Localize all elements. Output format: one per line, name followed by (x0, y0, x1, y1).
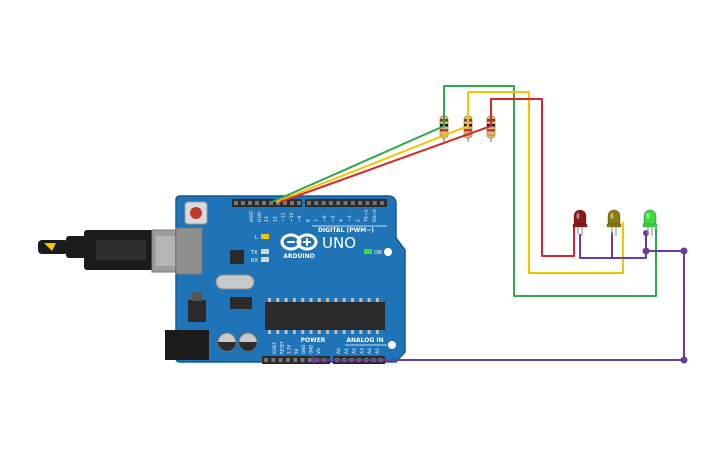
digital-pin-label: 12 (272, 216, 278, 222)
on-led (364, 249, 372, 254)
power-pin-label: IOREF (272, 341, 277, 354)
icsp-header (230, 297, 252, 309)
yellow-wire-board (275, 91, 624, 274)
analog-pin-label: A4 (367, 348, 373, 354)
analog-label: ANALOG IN (346, 337, 383, 344)
digital-pin-label: ~11 (281, 212, 287, 222)
power-label: POWER (301, 337, 326, 344)
digital-pin-label: 7 (314, 219, 320, 222)
voltage-regulator (188, 300, 206, 322)
gnd-label: GND (257, 211, 263, 222)
leds (572, 209, 658, 236)
green-wire-board (271, 85, 657, 297)
power-pin-label: 3.3V (287, 345, 292, 354)
power-jack (165, 330, 209, 360)
digital-pin-label: ~10 (289, 212, 295, 222)
arduino-logo (280, 233, 318, 251)
led (642, 209, 658, 236)
on-label: ON (374, 250, 382, 256)
usb-jack (175, 227, 203, 275)
power-pin-label: RESET (279, 341, 284, 354)
digital-pin-label: ~6 (322, 215, 328, 222)
wires (271, 85, 685, 361)
power-pin-label: Vin (316, 347, 321, 354)
atmega-chip (265, 298, 385, 334)
crystal (215, 274, 255, 290)
led (606, 209, 622, 236)
tx-led (261, 249, 269, 254)
digital-pin-label: RX←0 (372, 209, 378, 222)
digital-pin-label: 4 (339, 219, 345, 222)
rx-label: RX (251, 258, 258, 264)
digital-pin-label: ~5 (330, 215, 336, 222)
analog-pin-label: A3 (359, 348, 365, 354)
arduino-brand-text: ARDUINO (283, 253, 314, 260)
analog-pin-label: A2 (352, 348, 358, 354)
analog-pin-label: A1 (344, 348, 350, 354)
digital-pin-label: 13 (264, 216, 270, 222)
digital-pin-label: TX→1 (364, 209, 370, 223)
digital-label: DIGITAL (PWM~) (318, 227, 374, 234)
capacitors (217, 332, 258, 352)
power-pin-label: GND (309, 345, 314, 354)
l-label: L (255, 235, 258, 241)
l-led (261, 234, 269, 239)
uno-logo-text: UNO (322, 234, 356, 252)
digital-header (232, 199, 387, 207)
mounting-hole (384, 248, 392, 256)
aref-label: AREF (249, 210, 255, 222)
power-pin-label: 5V (294, 348, 299, 354)
power-pin-label: GND (301, 345, 306, 354)
red-wire-board (279, 98, 575, 257)
rx-led (261, 257, 269, 262)
digital-pin-label: 8 (306, 219, 312, 222)
analog-pin-label: A5 (375, 348, 381, 354)
digital-pin-label: ~9 (297, 215, 303, 222)
usb-chip (230, 250, 244, 264)
tx-label: TX (250, 250, 258, 256)
digital-pin-label: 2 (355, 219, 361, 222)
digital-pin-label: ~3 (347, 215, 353, 222)
led (572, 209, 588, 236)
reset-button[interactable] (184, 201, 208, 225)
analog-pin-label: A0 (336, 348, 342, 354)
mounting-hole (388, 341, 396, 349)
